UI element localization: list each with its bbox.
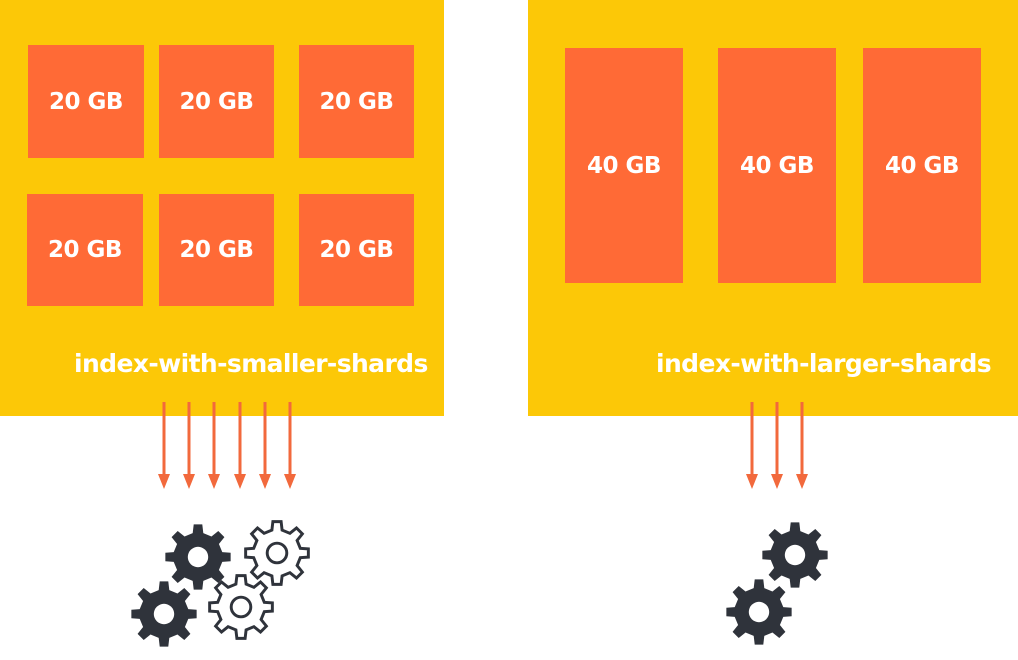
gear-icon	[165, 524, 231, 590]
arrow-down-icon	[259, 402, 271, 489]
arrow-down-icon	[771, 402, 783, 489]
shard-40gb-1: 40 GB	[565, 48, 683, 283]
index-large-shards-box: 40 GB 40 GB 40 GB index-with-larger-shar…	[528, 0, 1018, 416]
gear-icon	[726, 579, 792, 645]
arrow-down-icon	[183, 402, 195, 489]
index-name-large: index-with-larger-shards	[656, 349, 992, 378]
arrow-down-icon	[208, 402, 220, 489]
shard-20gb-4: 20 GB	[27, 194, 143, 306]
gear-icon	[244, 520, 310, 586]
shard-20gb-5: 20 GB	[159, 194, 274, 306]
shard-40gb-3: 40 GB	[863, 48, 981, 283]
gear-icon	[762, 522, 828, 588]
gear-icon	[131, 581, 197, 647]
shard-20gb-1: 20 GB	[28, 45, 144, 158]
index-small-shards-box: 20 GB 20 GB 20 GB 20 GB 20 GB 20 GB inde…	[0, 0, 444, 416]
gear-icon	[208, 574, 274, 640]
shard-20gb-2: 20 GB	[159, 45, 274, 158]
arrow-down-icon	[746, 402, 758, 489]
index-name-small: index-with-smaller-shards	[74, 349, 428, 378]
arrow-down-icon	[796, 402, 808, 489]
shard-20gb-3: 20 GB	[299, 45, 414, 158]
arrow-down-icon	[284, 402, 296, 489]
arrow-down-icon	[158, 402, 170, 489]
shard-20gb-6: 20 GB	[299, 194, 414, 306]
arrow-down-icon	[234, 402, 246, 489]
shard-40gb-2: 40 GB	[718, 48, 836, 283]
